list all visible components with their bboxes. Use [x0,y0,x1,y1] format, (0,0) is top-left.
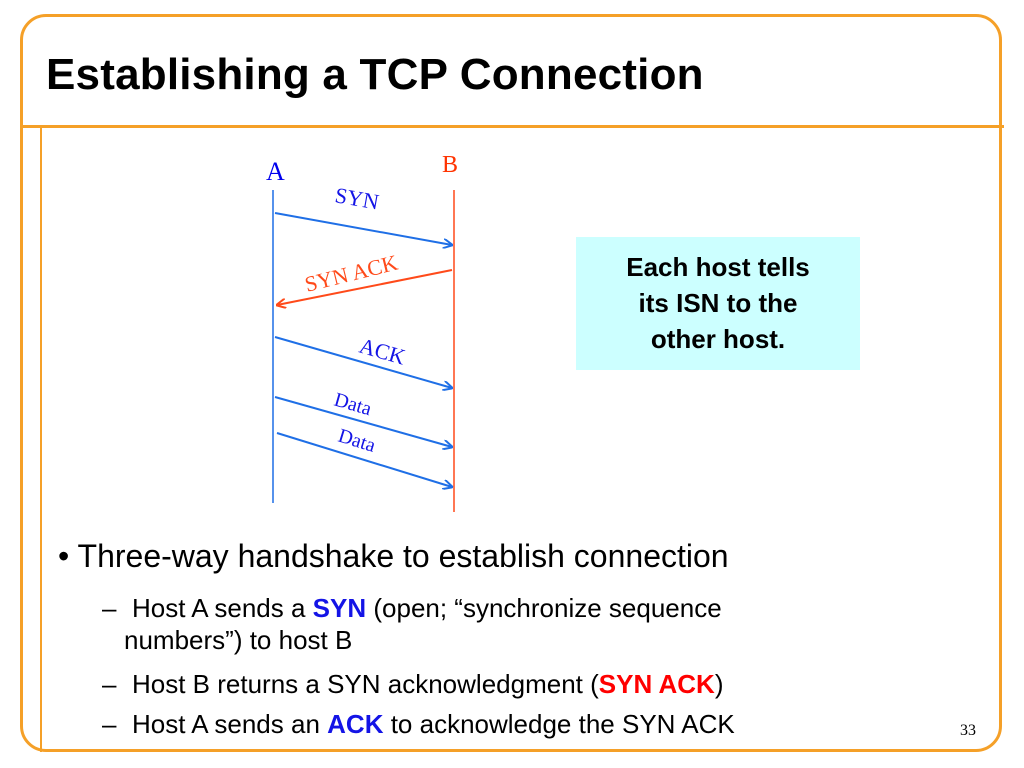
ack-label: ACK [357,333,409,370]
sub2-post: ) [714,669,724,699]
side-divider [40,128,42,752]
syn-label: SYN [333,182,381,214]
ack-keyword: ACK [327,709,384,739]
data-arrow-2 [276,432,452,487]
ack-arrow [274,336,452,388]
sub-bullet-syn-cont: numbers”) to host B [124,625,353,655]
sub-bullet-syn-ack: –Host B returns a SYN acknowledgment (SY… [102,668,724,700]
sub2-pre: Host B returns a SYN acknowledgment ( [132,669,599,699]
sub1-mid: (open; “synchronize sequence [366,593,722,623]
callout-line-2: its ISN to the [638,288,798,318]
slide-title: Establishing a TCP Connection [46,50,704,99]
syn-keyword: SYN [312,593,367,623]
data-arrow-1 [274,396,452,447]
syn-ack-keyword: SYN ACK [598,669,715,699]
host-a-label: A [266,157,285,186]
sub3-pre: Host A sends an [132,709,328,739]
dash-marker: – [102,709,117,739]
syn-arrow [274,212,452,245]
dash-marker: – [102,669,117,699]
dash-marker: – [102,593,117,623]
title-divider [20,125,1004,128]
host-b-label: B [442,152,458,178]
sub-bullet-syn: –Host A sends a SYN (open; “synchronize … [102,592,722,624]
sub-bullet-ack: –Host A sends an ACK to acknowledge the … [102,708,735,740]
sub3-post: to acknowledge the SYN ACK [383,709,735,739]
slide-frame [20,14,1002,752]
syn-ack-arrow [277,269,453,305]
callout-line-1: Each host tells [626,252,810,282]
page-number: 33 [960,722,976,739]
sub1-pre: Host A sends a [132,593,313,623]
isn-callout: Each host tells its ISN to the other hos… [576,237,860,370]
bullet-main: • Three-way handshake to establish conne… [58,538,729,574]
callout-line-3: other host. [650,324,786,354]
